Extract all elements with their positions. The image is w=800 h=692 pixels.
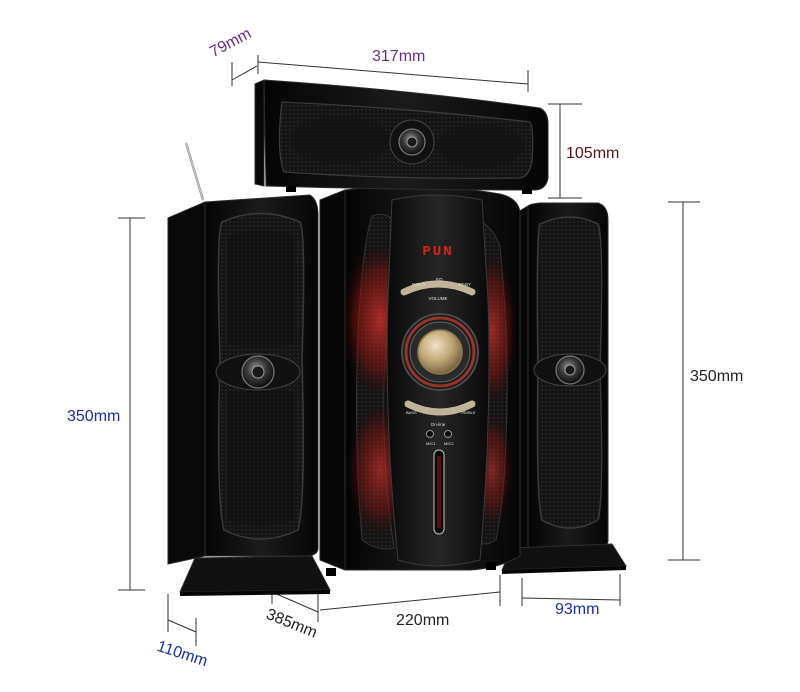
dim-line-center-width (257, 61, 529, 85)
stby-label: ST-BY (458, 282, 471, 287)
dim-label-sat-height: 350mm (67, 408, 121, 425)
dim-line-sub-width (319, 591, 501, 611)
mic1-jack[interactable] (426, 430, 434, 438)
dim-label-sat-width: 93mm (555, 601, 600, 618)
mic2-jack[interactable] (444, 430, 452, 438)
right-satellite-speaker (501, 202, 627, 574)
left-sat-side (167, 201, 206, 565)
online-label: On-line (431, 422, 446, 427)
dim-line-sat-depth (167, 619, 197, 633)
sub-foot (326, 568, 336, 576)
volume-knob[interactable] (417, 329, 463, 375)
dim-label-sub-width: 220mm (396, 612, 450, 629)
dim-label-center-height: 105mm (566, 145, 620, 162)
mic2-label: MIC2 (444, 441, 454, 446)
volume-label: VOLUME (428, 296, 447, 301)
dim-label-sub-height: 350mm (690, 368, 744, 385)
sub-foot (486, 562, 496, 570)
eq-label: EQ (436, 277, 443, 282)
dim-line-sub-depth (271, 591, 319, 613)
left-satellite-speaker (167, 142, 331, 596)
dimension-lines (118, 55, 700, 646)
dim-label-center-width: 317mm (372, 48, 426, 65)
right-sat-foot (501, 543, 627, 571)
input-label: INPUT (412, 282, 426, 287)
dim-line-sat-width (521, 597, 621, 601)
top-button-arc[interactable] (400, 280, 476, 296)
center-side (254, 79, 265, 187)
display-readout: PUN (422, 244, 453, 260)
left-sat-foot (179, 555, 331, 593)
mic1-label: MIC1 (426, 441, 436, 446)
bottom-button-arc[interactable] (404, 400, 476, 416)
bass-label: BASS (406, 410, 417, 415)
center-speaker (254, 79, 549, 194)
treble-label: TREBLE (460, 410, 476, 415)
subwoofer: PUN INPUT EQ ST-BY VOLUME BASS TREBLE On… (319, 185, 521, 576)
sub-side (319, 189, 346, 571)
dim-line-center-depth (231, 65, 258, 81)
